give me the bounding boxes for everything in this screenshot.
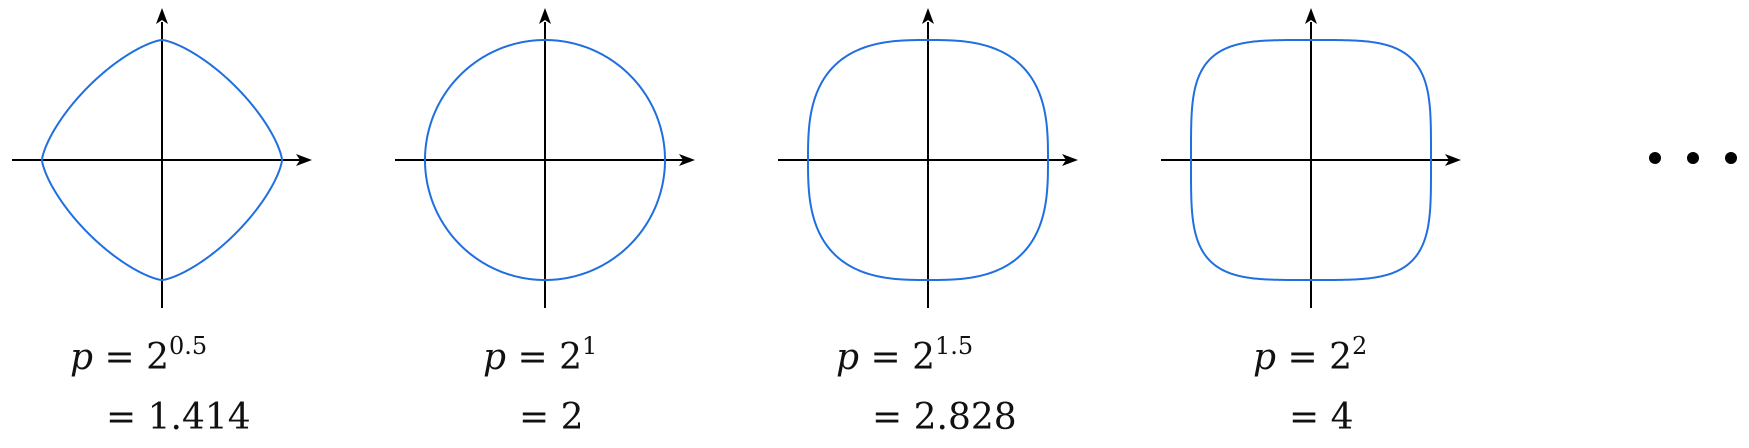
ellipsis [1649, 152, 1741, 168]
exponent-base: 2 [146, 337, 170, 378]
p-equation: p = 21 [483, 334, 597, 378]
ellipsis-dot [1725, 152, 1737, 164]
p-variable: p [1253, 337, 1277, 378]
p-value: = 1.414 [106, 400, 251, 436]
x-axis-arrow [1062, 154, 1078, 166]
ellipsis-dot [1687, 152, 1699, 164]
p-equation: p = 22 [1253, 334, 1367, 378]
x-axis-arrow [1445, 154, 1461, 166]
unit-ball-curve [1190, 39, 1432, 281]
p-value-text: 4 [1330, 397, 1354, 438]
equals-sign: = [870, 337, 913, 378]
exponent-base: 2 [559, 337, 583, 378]
unit-ball-plot-3 [778, 8, 1078, 308]
equals-sign: = [519, 397, 561, 438]
ellipsis-dot [1649, 152, 1661, 164]
exponent: 1.5 [935, 332, 974, 360]
y-axis-arrow [156, 8, 168, 24]
p-value: = 2 [519, 400, 584, 436]
exponent-base: 2 [912, 337, 936, 378]
equals-sign: = [1287, 337, 1330, 378]
equals-sign: = [872, 397, 914, 438]
p-value-text: 2.828 [913, 397, 1017, 438]
p-value: = 4 [1289, 400, 1354, 436]
p-variable: p [836, 337, 860, 378]
p-variable: p [483, 337, 507, 378]
x-axis-arrow [296, 154, 312, 166]
equals-sign: = [517, 337, 560, 378]
panel-p-4: p = 22 = 4 [1149, 0, 1469, 448]
y-axis-arrow [1305, 8, 1317, 24]
equals-sign: = [1289, 397, 1331, 438]
x-axis-arrow [679, 154, 695, 166]
unit-ball-curve [424, 39, 666, 281]
exponent: 2 [1352, 332, 1368, 360]
p-equation: p = 20.5 [70, 334, 207, 378]
y-axis-arrow [539, 8, 551, 24]
p-value-text: 2 [560, 397, 584, 438]
panel-p-2: p = 21 = 2 [383, 0, 703, 448]
panel-p-1: p = 20.5 = 1.414 [0, 0, 320, 448]
exponent: 1 [582, 332, 598, 360]
y-axis-arrow [922, 8, 934, 24]
unit-ball-curve [807, 39, 1049, 281]
unit-ball-plot-4 [1161, 8, 1461, 308]
exponent: 0.5 [169, 332, 208, 360]
p-value-text: 1.414 [147, 397, 251, 438]
p-variable: p [70, 337, 94, 378]
unit-ball-plot-1 [12, 8, 312, 308]
exponent-base: 2 [1329, 337, 1353, 378]
panel-p-3: p = 21.5 = 2.828 [766, 0, 1086, 448]
p-equation: p = 21.5 [836, 334, 973, 378]
equals-sign: = [106, 397, 148, 438]
unit-ball-plot-2 [395, 8, 695, 308]
p-value: = 2.828 [872, 400, 1017, 436]
equals-sign: = [104, 337, 147, 378]
unit-ball-curve [40, 38, 284, 282]
